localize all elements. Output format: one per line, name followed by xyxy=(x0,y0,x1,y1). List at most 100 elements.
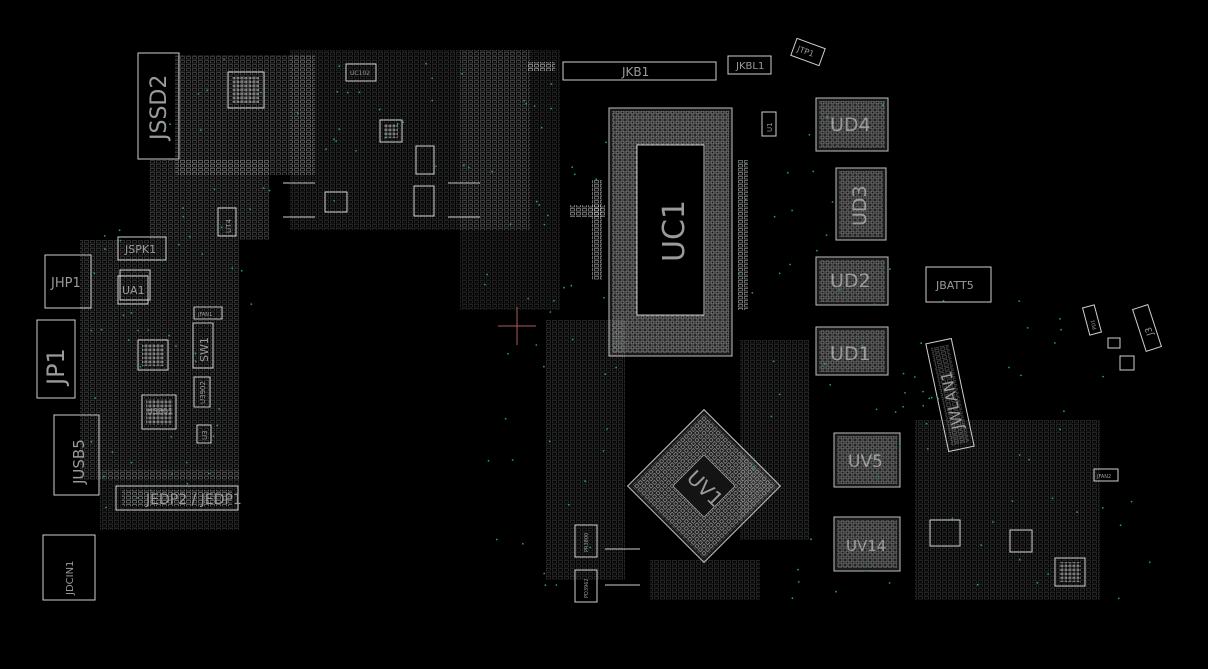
component-j3[interactable]: J3 xyxy=(1131,303,1163,353)
via xyxy=(130,461,133,464)
via xyxy=(197,93,200,95)
via xyxy=(130,312,133,314)
via xyxy=(543,572,546,575)
component-jkb1[interactable]: JKB1 xyxy=(562,61,717,81)
via xyxy=(829,384,832,386)
component-uc1[interactable]: UC1 xyxy=(608,107,733,357)
via xyxy=(104,248,106,251)
component-ua1[interactable]: UA1 xyxy=(117,275,149,305)
component-sw1[interactable]: SW1 xyxy=(192,322,214,369)
label-uc1: UC1 xyxy=(657,200,692,262)
via xyxy=(1102,375,1104,378)
component-jdcin1[interactable]: JDCIN1 xyxy=(42,534,96,601)
component-jssd2[interactable]: JSSD2 xyxy=(137,52,180,160)
component-jfan2[interactable]: JFAN2 xyxy=(1093,468,1119,482)
label-uv5: UV5 xyxy=(848,452,883,472)
via xyxy=(889,268,891,270)
component-ud4[interactable]: UD4 xyxy=(815,97,889,152)
via xyxy=(1054,342,1056,344)
via xyxy=(976,583,979,586)
component-u3902[interactable]: U3902 xyxy=(193,376,211,408)
via xyxy=(346,91,349,94)
label-ut4: UT4 xyxy=(225,219,233,233)
via xyxy=(194,360,197,363)
component-ud1[interactable]: UD1 xyxy=(815,326,889,376)
via xyxy=(786,171,789,174)
via xyxy=(336,91,339,93)
via xyxy=(487,459,490,462)
via xyxy=(899,445,901,448)
via xyxy=(992,521,994,523)
via xyxy=(791,209,793,212)
via xyxy=(927,448,929,450)
component-jusb5[interactable]: JUSB5 xyxy=(53,414,100,496)
via xyxy=(571,166,574,169)
via xyxy=(1076,511,1079,514)
via xyxy=(171,473,174,476)
via xyxy=(1101,507,1104,509)
via xyxy=(175,345,177,347)
via xyxy=(902,372,905,375)
via xyxy=(816,249,818,252)
label-pd3962: PD3962 xyxy=(584,578,590,598)
via xyxy=(550,83,553,85)
component-uc102[interactable]: UC102 xyxy=(345,63,377,82)
component-u3[interactable]: U3 xyxy=(196,424,212,444)
via xyxy=(396,123,399,125)
via xyxy=(615,366,618,369)
label-jusb5: JUSB5 xyxy=(70,439,88,485)
component-ud3[interactable]: UD3 xyxy=(835,167,887,241)
via xyxy=(1059,428,1061,431)
via xyxy=(751,292,754,294)
via xyxy=(523,99,525,102)
component-jfan1[interactable]: JFAN1 xyxy=(193,306,223,320)
via xyxy=(791,597,794,600)
label-uv14: UV14 xyxy=(846,537,886,555)
component-uv5[interactable]: UV5 xyxy=(833,432,901,488)
via xyxy=(797,581,800,583)
via xyxy=(980,544,983,546)
via xyxy=(555,584,558,586)
via xyxy=(613,346,616,349)
via xyxy=(425,62,427,65)
via xyxy=(355,150,357,152)
via xyxy=(170,436,173,438)
via xyxy=(888,582,891,584)
via xyxy=(223,58,225,60)
via xyxy=(93,272,96,275)
via xyxy=(1051,497,1054,500)
component-jedp[interactable]: JEDP2 / JEDP1 xyxy=(115,485,242,511)
via xyxy=(495,538,498,541)
via xyxy=(213,188,216,191)
component-jspk1[interactable]: JSPK1 xyxy=(117,236,167,261)
via xyxy=(338,128,341,131)
label-ud1: UD1 xyxy=(830,343,871,365)
via xyxy=(216,424,219,427)
component-jhp1[interactable]: JHP1 xyxy=(44,254,92,309)
via xyxy=(325,148,327,151)
via xyxy=(199,129,202,131)
via xyxy=(930,396,933,399)
via xyxy=(873,303,876,306)
component-jbatt5[interactable]: JBATT5 xyxy=(925,266,992,303)
component-jp1[interactable]: JP1 xyxy=(36,319,76,399)
component-ut4[interactable]: UT4 xyxy=(217,207,237,237)
via xyxy=(1026,327,1029,329)
label-j3: J3 xyxy=(1144,325,1156,337)
component-ud2[interactable]: UD2 xyxy=(815,256,889,306)
via xyxy=(509,223,512,226)
via xyxy=(1011,500,1014,503)
component-pd1[interactable]: PD1 xyxy=(1081,304,1103,336)
component-jkbl1[interactable]: JKBL1 xyxy=(727,55,772,75)
component-u3801[interactable]: U3801 xyxy=(147,407,173,416)
via xyxy=(797,568,799,571)
via xyxy=(860,345,863,347)
component-uv14[interactable]: UV14 xyxy=(833,516,901,572)
component-u1[interactable]: U1 xyxy=(761,111,777,137)
via xyxy=(553,299,555,302)
via xyxy=(549,311,552,313)
component-jtp1[interactable]: JTP1 xyxy=(790,37,826,67)
via xyxy=(208,472,210,475)
via xyxy=(149,489,152,492)
